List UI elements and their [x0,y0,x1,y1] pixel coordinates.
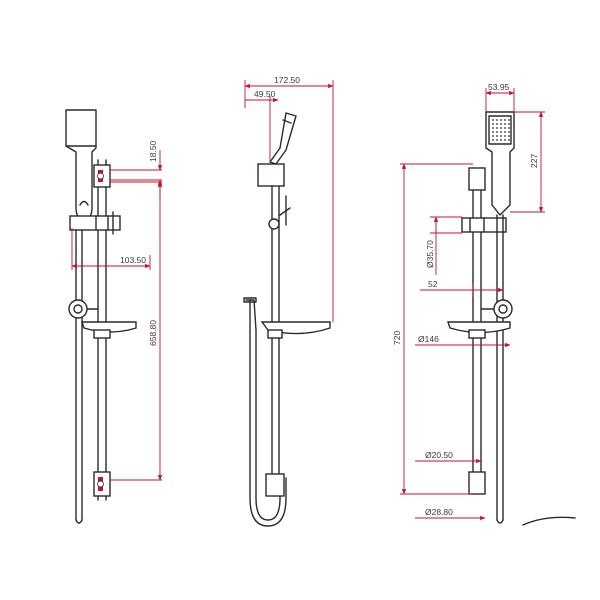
back-top-bracket [468,167,486,191]
dim-head-width: 53.95 [485,82,515,112]
front-hose [75,229,83,524]
bar-diameter-label: Ø20.50 [425,450,453,460]
dim-slider-diameter: Ø35.70 [425,216,462,275]
dim-holder-offset: 52 [420,279,504,297]
back-hand-shower [485,111,515,216]
front-hose-holder [68,299,99,319]
front-bottom-bracket [93,471,111,497]
front-view: 18.50 658.80 103.50 [65,109,163,524]
overall-length-label: 658.80 [148,320,158,346]
bracket-diameter-label: Ø28.80 [425,507,453,517]
dim-head-length: 227 [510,111,545,213]
back-soap-dish [447,321,511,339]
back-view: 53.95 227 Ø35.70 52 Ø146 [392,82,576,526]
dim-bar-length: 720 [392,163,473,495]
dim-bracket-diameter: Ø28.80 [415,507,486,521]
front-slider [69,211,121,235]
dim-dish-diameter: Ø146 [415,334,511,348]
dim-head-depth: 49.50 [245,89,279,162]
head-width-label: 53.95 [488,82,510,92]
head-depth-label: 49.50 [254,89,276,99]
front-hand-shower [65,109,97,223]
side-hose [243,297,287,527]
total-depth-label: 172.50 [274,75,300,85]
head-length-label: 227 [529,154,539,168]
slider-diameter-label: Ø35.70 [425,240,435,268]
side-slider [268,195,291,230]
side-top-bracket [257,163,285,187]
front-soap-dish [81,321,137,339]
back-bottom-bracket [468,471,486,495]
spray-nozzles [492,119,510,141]
front-top-bracket [93,164,111,188]
dish-diameter-label: Ø146 [418,334,439,344]
clamp-height-label: 18.50 [148,140,158,162]
back-hose [496,214,504,524]
head-offset-label: 103.50 [120,255,146,265]
dim-total-depth: 172.50 [244,75,334,322]
dim-bar-diameter: Ø20.50 [415,450,482,464]
side-hand-shower [269,112,297,165]
wall-line [522,516,576,526]
side-view: 172.50 49.50 [243,75,334,527]
dim-head-offset: 103.50 [71,228,151,270]
dim-clamp-height: 18.50 [110,140,163,200]
back-slider [461,217,507,233]
side-bottom-bracket [265,473,285,497]
bar-length-label: 720 [392,331,402,345]
dim-overall-length: 658.80 [110,179,163,481]
holder-offset-label: 52 [428,279,438,289]
side-soap-dish [260,321,331,339]
back-hose-holder [480,299,513,319]
